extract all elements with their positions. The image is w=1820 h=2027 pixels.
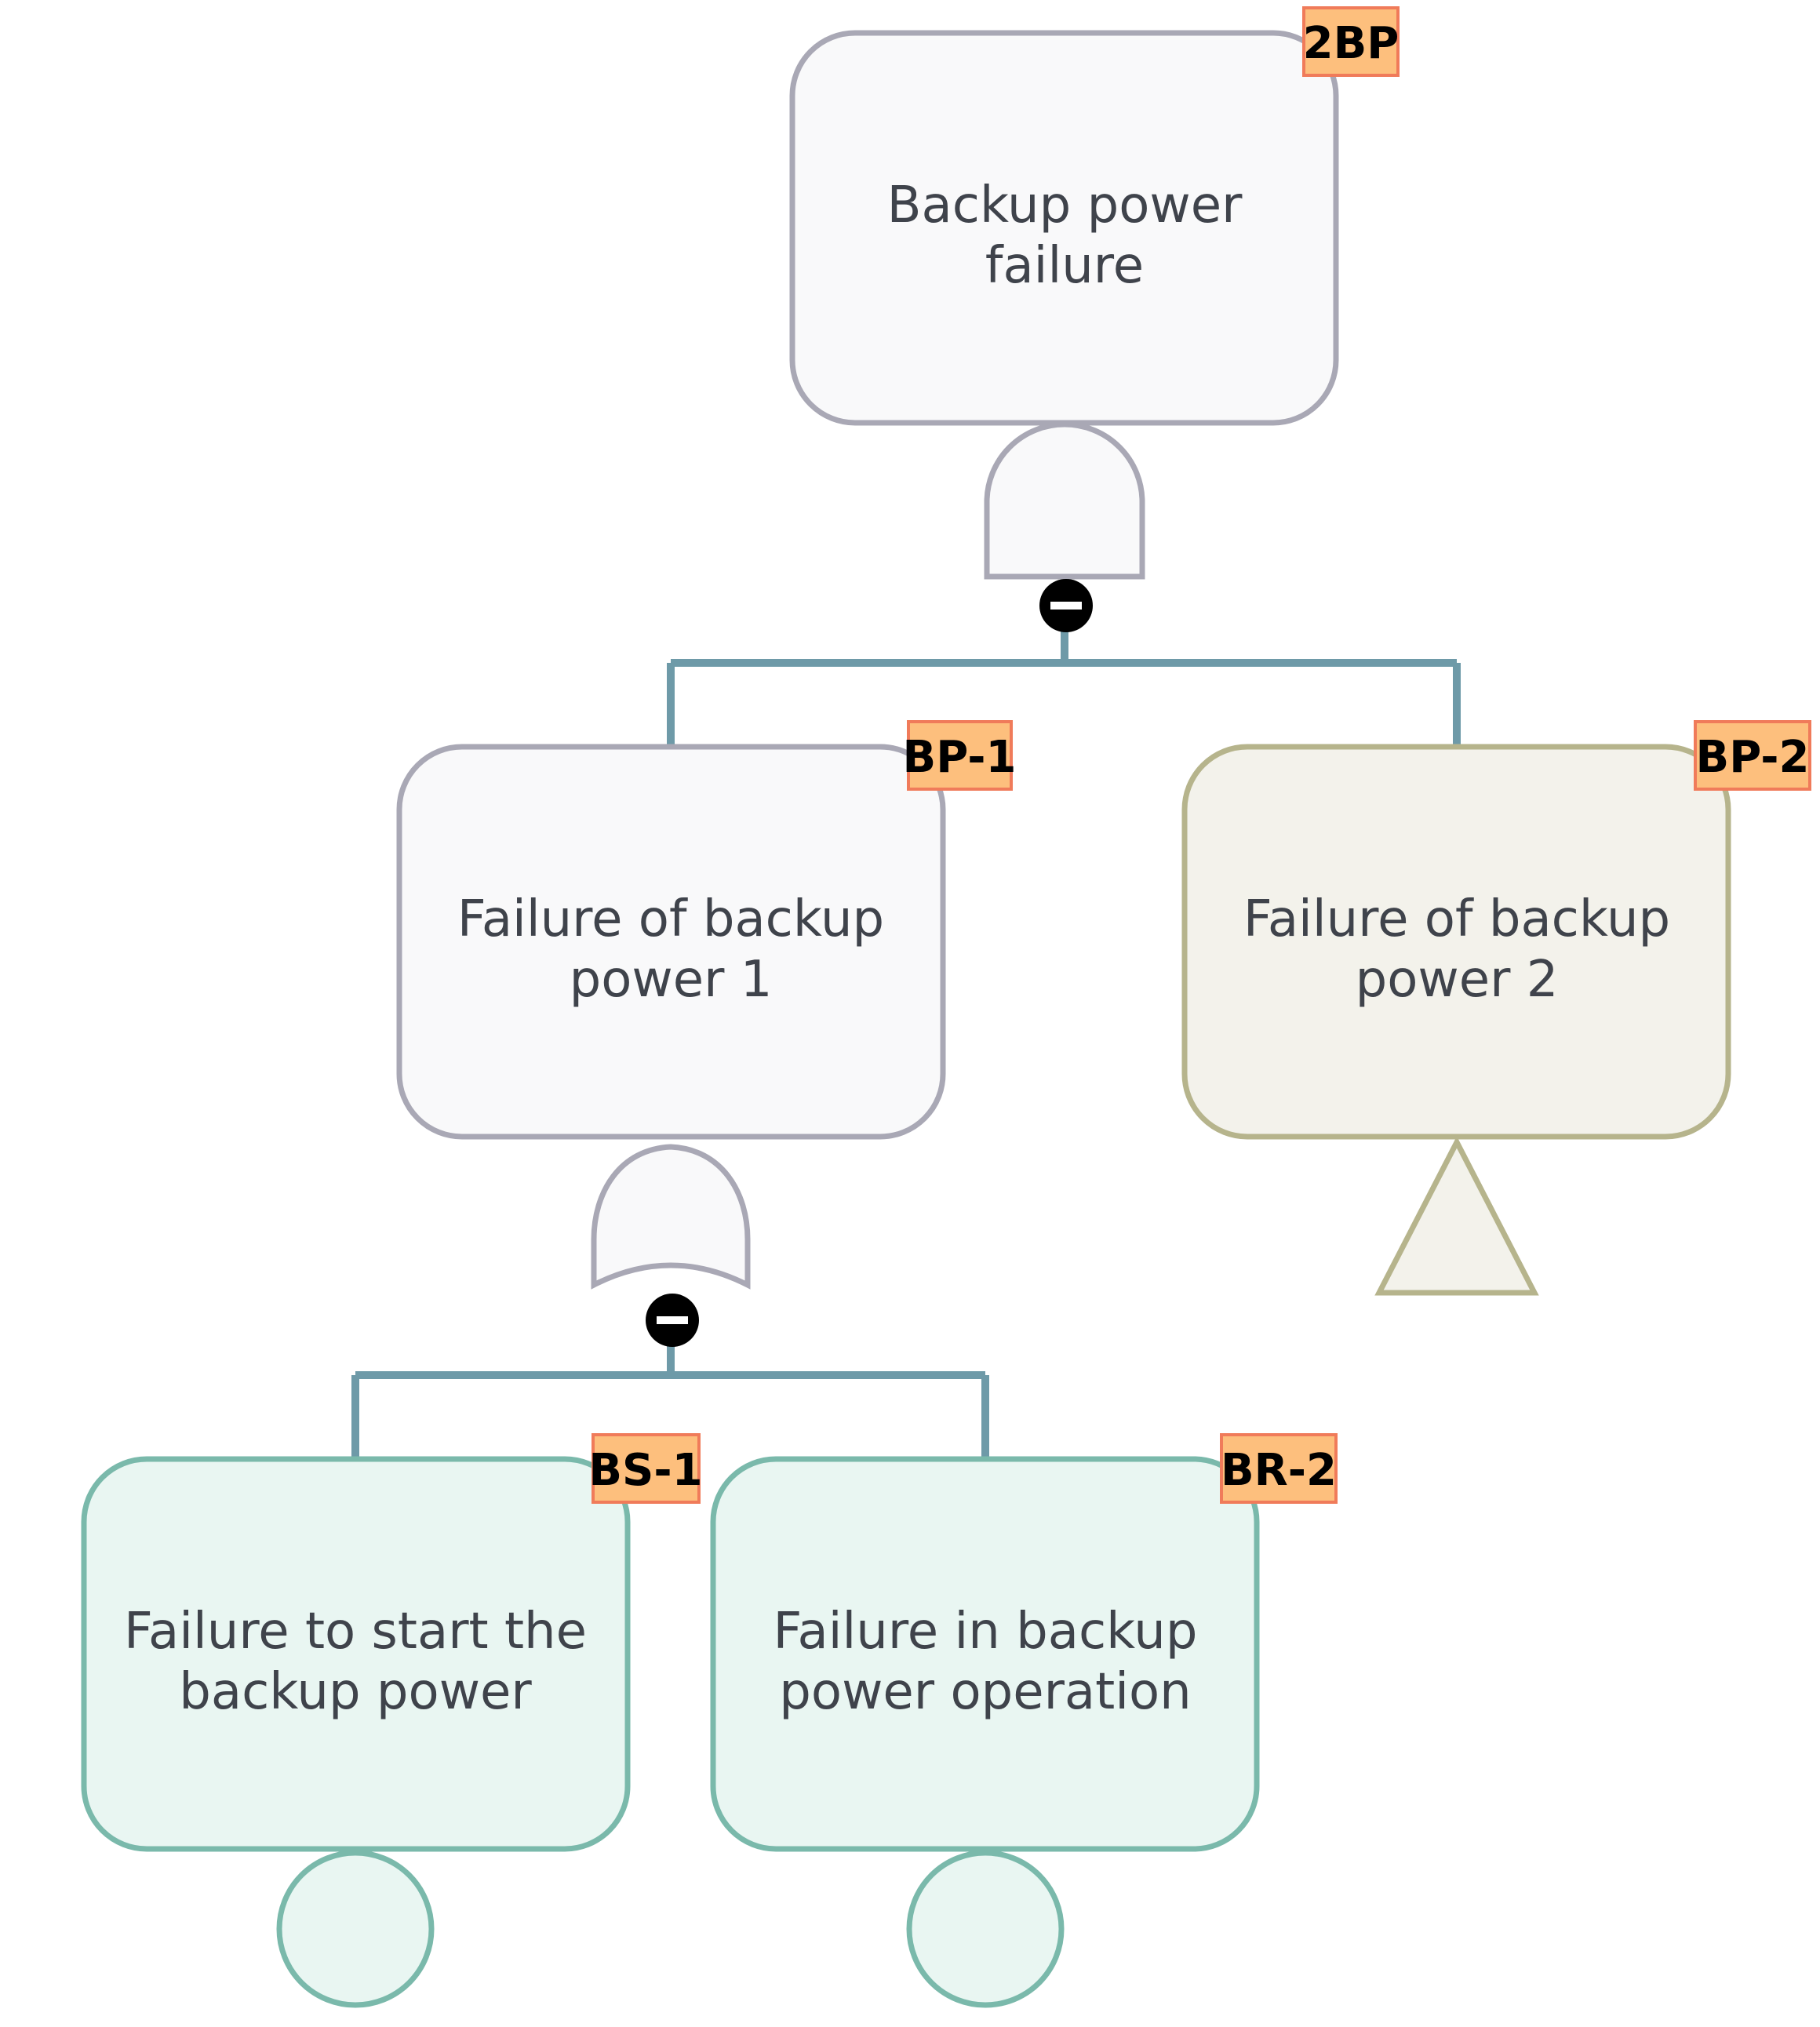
event-tag: 2BP [1302, 6, 1400, 77]
event-label-line2: failure [985, 237, 1144, 295]
event-failure-of-backup-power-2[interactable]: Failure of backup power 2 BP-2 [1181, 720, 1811, 1140]
event-tag: BP-2 [1694, 720, 1811, 791]
event-label-line1: Failure to start the [124, 1603, 587, 1661]
event-box [1181, 744, 1731, 1140]
event-label-line2: power 2 [1356, 951, 1559, 1009]
event-label-line1: Failure of backup [457, 890, 884, 948]
event-tag: BR-2 [1220, 1433, 1338, 1504]
connector-top-to-children [667, 606, 1461, 747]
event-failure-in-backup-power-operation[interactable]: Failure in backup power operation BR-2 [710, 1433, 1338, 1852]
event-tag: BS-1 [588, 1433, 703, 1504]
tag-label: BP-1 [903, 732, 1017, 783]
minus-circle-icon[interactable] [646, 1294, 699, 1347]
or-gate [591, 1144, 751, 1290]
tag-label: BS-1 [588, 1445, 702, 1496]
event-label-line2: backup power [179, 1663, 532, 1721]
event-label-line1: Failure of backup [1243, 890, 1670, 948]
and-gate [984, 421, 1145, 580]
event-failure-of-backup-power-1[interactable]: Failure of backup power 1 BP-1 [396, 720, 1017, 1140]
event-label-line2: power operation [779, 1663, 1191, 1721]
event-box [710, 1456, 1260, 1852]
event-box [81, 1456, 631, 1852]
basic-event-circle-icon [906, 1850, 1065, 2008]
event-label-line1: Failure in backup [774, 1603, 1198, 1661]
event-box [396, 744, 946, 1140]
tag-label: BR-2 [1221, 1445, 1337, 1496]
tag-label: BP-2 [1696, 732, 1810, 783]
minus-circle-icon[interactable] [1039, 579, 1093, 632]
event-failure-to-start-backup-power[interactable]: Failure to start the backup power BS-1 [81, 1433, 703, 1852]
event-tag: BP-1 [903, 720, 1017, 791]
basic-event-circle-icon [276, 1850, 435, 2008]
transfer-triangle-icon [1374, 1136, 1539, 1296]
event-label-line2: power 1 [570, 951, 773, 1009]
event-backup-power-failure[interactable]: Backup power failure 2BP [789, 6, 1400, 426]
tag-label: 2BP [1303, 18, 1400, 69]
event-label-line1: Backup power [887, 176, 1243, 235]
